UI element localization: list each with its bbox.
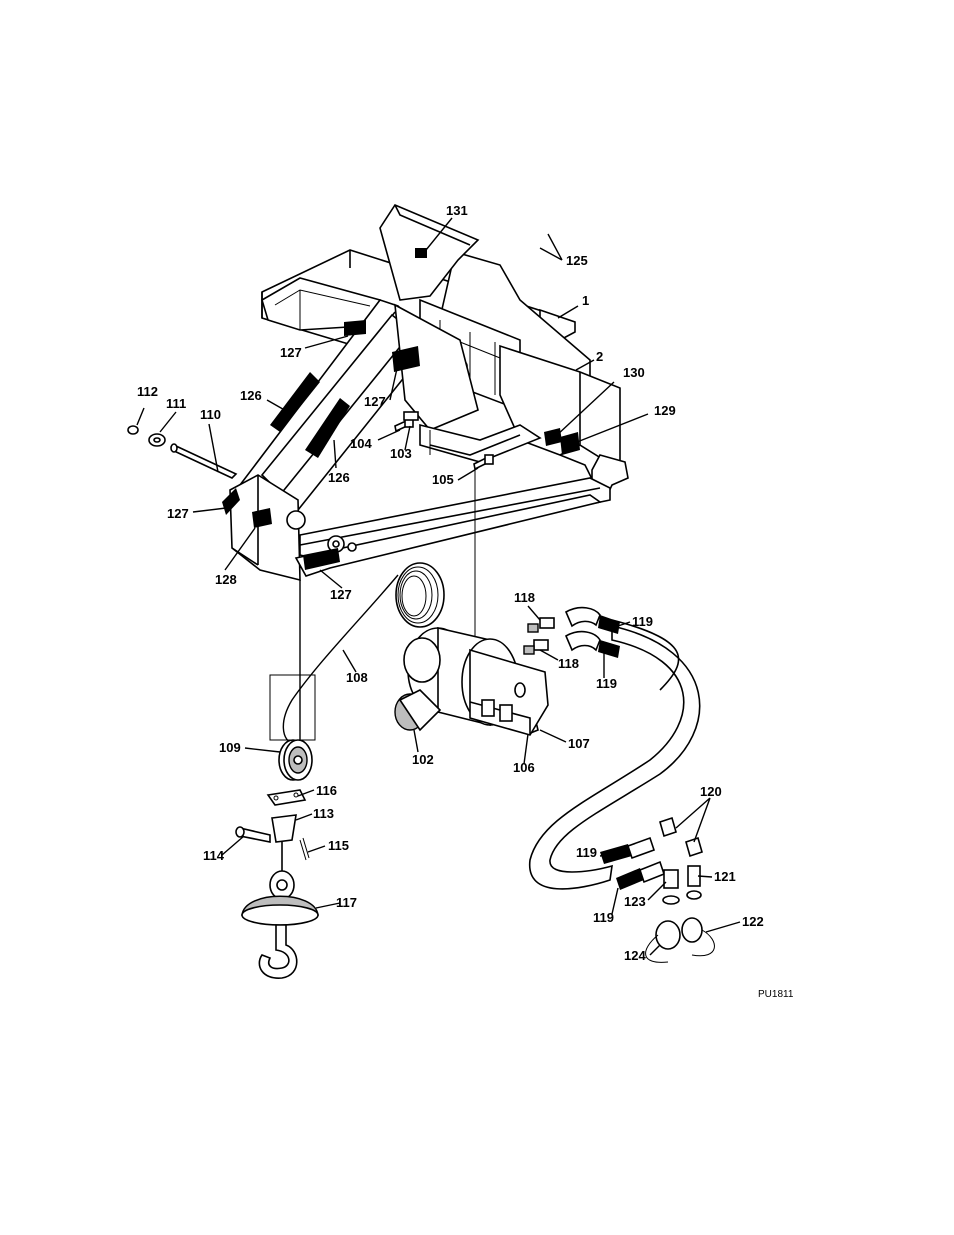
callout-117: 117 <box>336 895 357 910</box>
callout-126-lower: 126 <box>328 470 350 485</box>
callout-124: 124 <box>624 948 646 963</box>
callout-111: 111 <box>166 396 186 411</box>
callout-131: 131 <box>446 203 468 218</box>
callout-109: 109 <box>219 740 241 755</box>
callout-122: 122 <box>742 914 764 929</box>
callout-1: 1 <box>582 293 589 308</box>
callout-119-mid: 119 <box>596 676 617 691</box>
figure-code: PU1811 <box>758 989 794 1000</box>
callout-130: 130 <box>623 365 645 380</box>
callout-110: 110 <box>200 407 221 422</box>
callout-126-upper: 126 <box>240 388 262 403</box>
callout-113: 113 <box>313 806 334 821</box>
callout-112: 112 <box>137 384 158 399</box>
callout-104: 104 <box>350 436 372 451</box>
callout-103: 103 <box>390 446 412 461</box>
callout-107: 107 <box>568 736 590 751</box>
callout-123: 123 <box>624 894 646 909</box>
callout-118-lower: 118 <box>558 656 579 671</box>
callout-106: 106 <box>513 760 535 775</box>
callout-2: 2 <box>596 349 603 364</box>
callout-127-left: 127 <box>167 506 189 521</box>
callout-119-lower-b: 119 <box>593 910 614 925</box>
callout-119-upper: 119 <box>632 614 653 629</box>
callout-102: 102 <box>412 752 434 767</box>
decal-127-top <box>344 320 366 336</box>
callout-120: 120 <box>700 784 722 799</box>
callout-127-front: 127 <box>330 587 352 602</box>
callout-108: 108 <box>346 670 368 685</box>
callout-119-lower-a: 119 <box>576 845 597 860</box>
callout-114: 114 <box>203 848 225 863</box>
callout-129: 129 <box>654 403 676 418</box>
callout-121: 121 <box>714 869 736 884</box>
callout-127-top: 127 <box>280 345 302 360</box>
callout-128: 128 <box>215 572 237 587</box>
callout-105: 105 <box>432 472 454 487</box>
callout-115: 115 <box>328 838 349 853</box>
callout-116: 116 <box>316 783 337 798</box>
callout-127-mid: 127 <box>364 394 386 409</box>
callout-125: 125 <box>566 253 588 268</box>
callout-118-upper: 118 <box>514 590 535 605</box>
